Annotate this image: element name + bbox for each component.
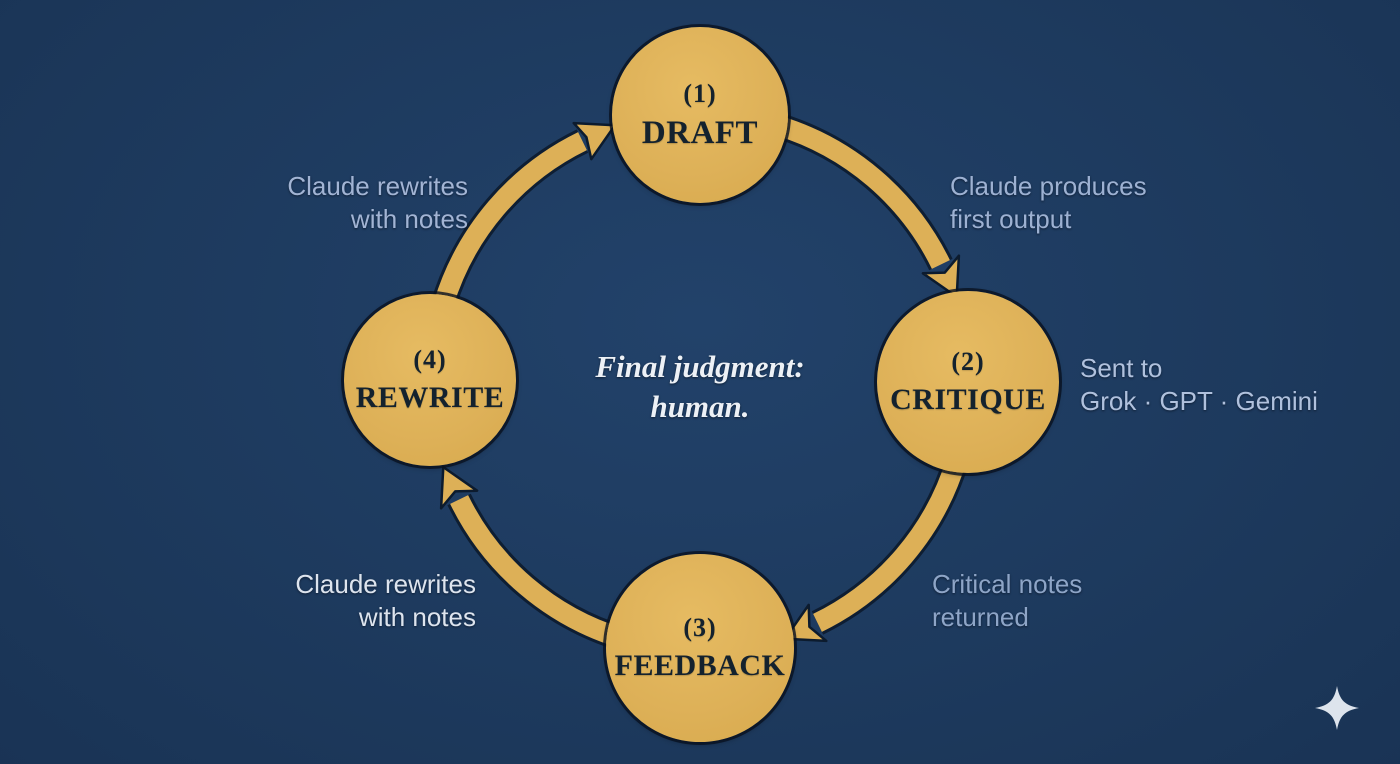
- node-rewrite: (4) REWRITE: [344, 294, 516, 466]
- arrow-rewrite-to-draft: [431, 121, 617, 308]
- annotation-critique-recipients: Sent to Grok · GPT · Gemini: [1080, 352, 1318, 417]
- annotation-line: Claude produces: [950, 171, 1147, 201]
- center-caption-line1: Final judgment:: [595, 349, 805, 384]
- node-feedback-number: (3): [683, 613, 717, 642]
- annotation-line: with notes: [350, 203, 468, 234]
- arrowhead-into-rewrite: [439, 465, 479, 510]
- arrow-feedback-to-rewrite: [439, 465, 626, 651]
- center-caption: Final judgment: human.: [540, 347, 860, 428]
- node-draft-label: DRAFT: [641, 114, 759, 151]
- arrowhead-into-feedback: [783, 603, 828, 643]
- annotation-line: with notes: [358, 601, 476, 632]
- arrowhead-into-draft: [572, 121, 617, 161]
- node-rewrite-number: (4): [413, 345, 447, 374]
- annotation-line: Claude rewrites: [295, 569, 476, 599]
- annotation-line: Claude rewrites: [287, 171, 468, 201]
- node-feedback-label: FEEDBACK: [614, 649, 786, 682]
- sparkle-icon: [1315, 686, 1359, 730]
- annotation-line: Grok · GPT · Gemini: [1080, 385, 1318, 416]
- node-critique-number: (2): [951, 347, 985, 376]
- node-draft-number: (1): [683, 78, 717, 108]
- node-critique: (2) CRITIQUE: [877, 291, 1059, 473]
- annotation-rewrite-to-draft: Claude rewrites with notes: [287, 170, 468, 235]
- annotation-critique-to-feedback: Critical notes returned: [932, 568, 1082, 633]
- annotation-feedback-to-rewrite: Claude rewrites with notes: [295, 568, 476, 633]
- annotation-line: returned: [932, 601, 1029, 632]
- node-rewrite-label: REWRITE: [355, 381, 505, 414]
- node-feedback: (3) FEEDBACK: [606, 554, 794, 742]
- annotation-draft-to-critique: Claude produces first output: [950, 170, 1147, 235]
- node-draft: (1) DRAFT: [612, 27, 788, 203]
- arrow-critique-to-feedback: [783, 456, 969, 643]
- node-critique-label: CRITIQUE: [890, 383, 1046, 416]
- center-caption-line2: human.: [650, 389, 750, 425]
- annotation-line: first output: [950, 203, 1072, 234]
- arrowhead-into-critique: [921, 254, 961, 299]
- arrow-draft-to-critique: [774, 113, 961, 299]
- annotation-line: Sent to: [1080, 353, 1163, 383]
- annotation-line: Critical notes: [932, 569, 1083, 599]
